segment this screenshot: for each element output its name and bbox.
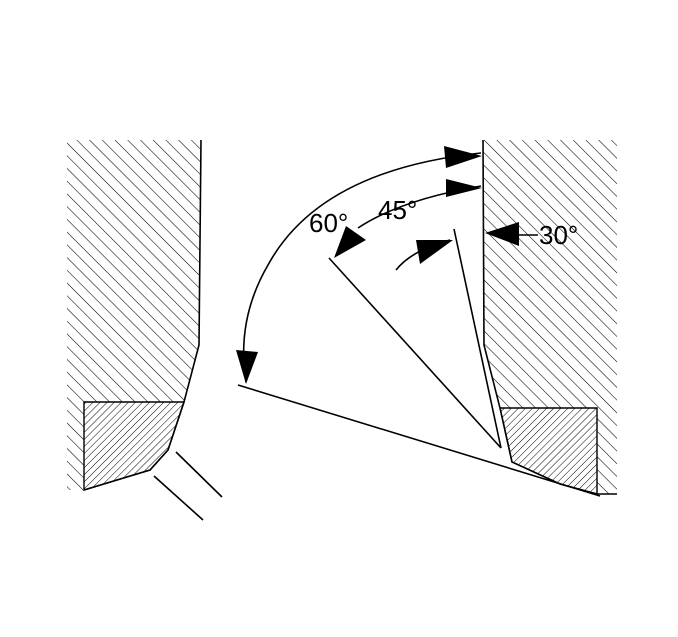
label-30-degree: 30°: [539, 220, 578, 250]
angle-reference-lines: [237, 228, 601, 497]
left-valve-face-lower: [153, 475, 204, 521]
label-45-degree: 45°: [378, 195, 417, 225]
left-head-body: [67, 140, 201, 490]
arrow-45-top-icon: [446, 179, 482, 197]
left-port-section: [67, 139, 223, 521]
line-45-degree: [328, 257, 502, 449]
right-seat-insert: [499, 407, 598, 495]
arrow-30-wall-icon: [485, 222, 519, 246]
arrow-60-bottom-icon: [236, 350, 258, 384]
right-port-section: [482, 139, 617, 495]
arrow-60-top-icon: [444, 146, 482, 168]
label-60-degree: 60°: [309, 208, 348, 238]
angle-dimension-arcs: [236, 146, 538, 384]
angle-labels: 60° 45° 30°: [309, 195, 578, 250]
arc-60-degree: [242, 152, 482, 383]
right-bore-wall: [482, 139, 617, 495]
arrow-30-inner-icon: [416, 240, 453, 264]
line-60-degree: [237, 384, 601, 497]
arrow-45-bottom-icon: [334, 226, 366, 258]
line-30-degree: [453, 228, 502, 449]
left-valve-face-upper: [175, 451, 223, 498]
left-bore-wall: [83, 139, 202, 491]
